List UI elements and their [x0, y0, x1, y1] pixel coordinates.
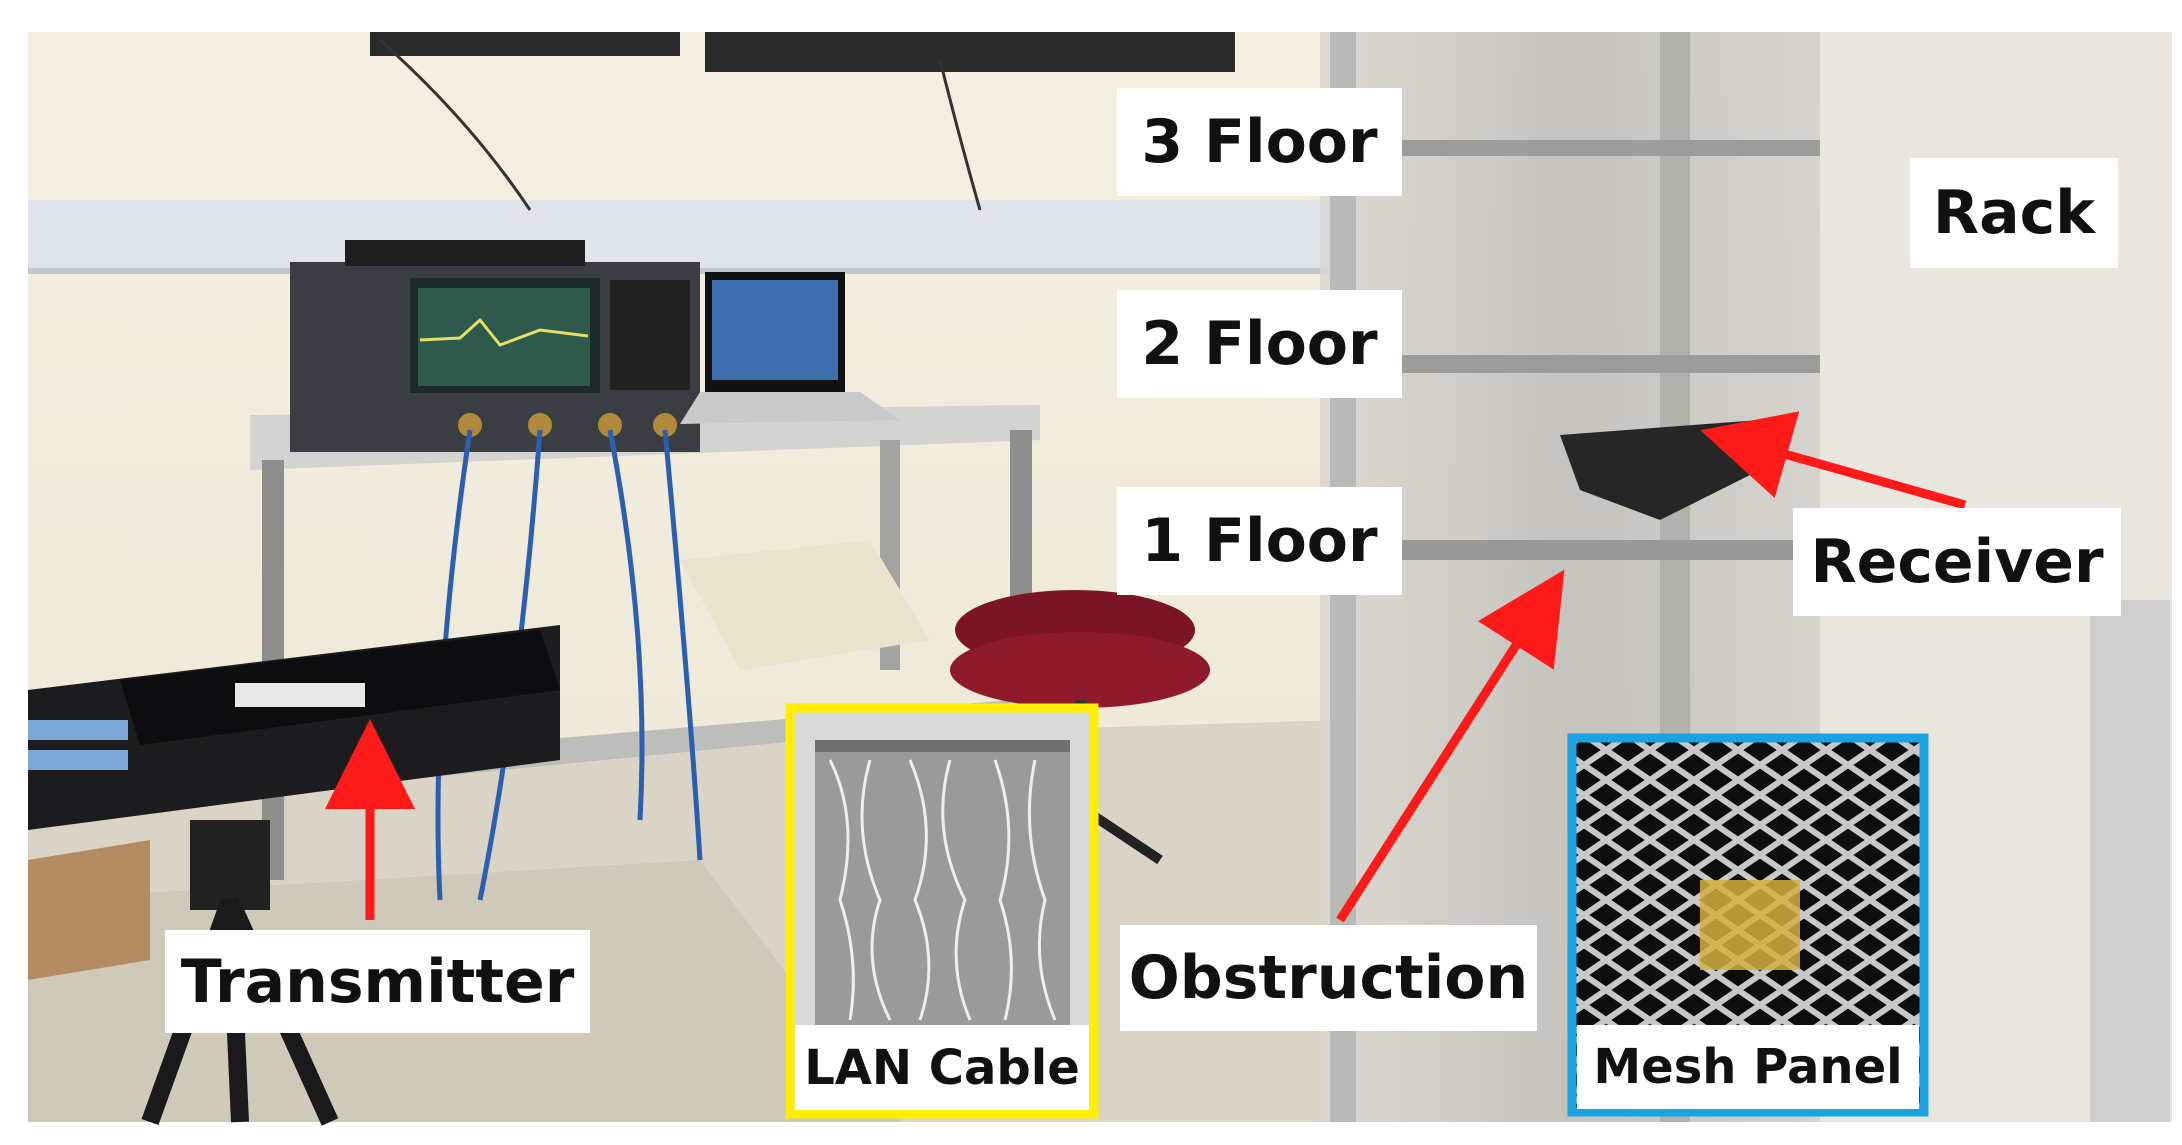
network-analyzer	[290, 240, 700, 452]
label-transmitter: Transmitter	[165, 930, 590, 1033]
receiver-arrow	[1700, 411, 1967, 510]
obstruction-arrow	[1336, 569, 1565, 923]
annotation-arrows	[325, 411, 1967, 923]
label-3-floor: 3 Floor	[1117, 88, 1402, 196]
label-1-floor: 1 Floor	[1117, 487, 1402, 595]
label-receiver: Receiver	[1793, 508, 2121, 616]
label-obstruction: Obstruction	[1120, 925, 1537, 1031]
label-2-floor: 2 Floor	[1117, 290, 1402, 398]
label-lan-cable: LAN Cable	[795, 1025, 1089, 1110]
laptop	[680, 272, 900, 424]
label-rack: Rack	[1910, 158, 2118, 268]
label-mesh-panel: Mesh Panel	[1577, 1025, 1919, 1109]
